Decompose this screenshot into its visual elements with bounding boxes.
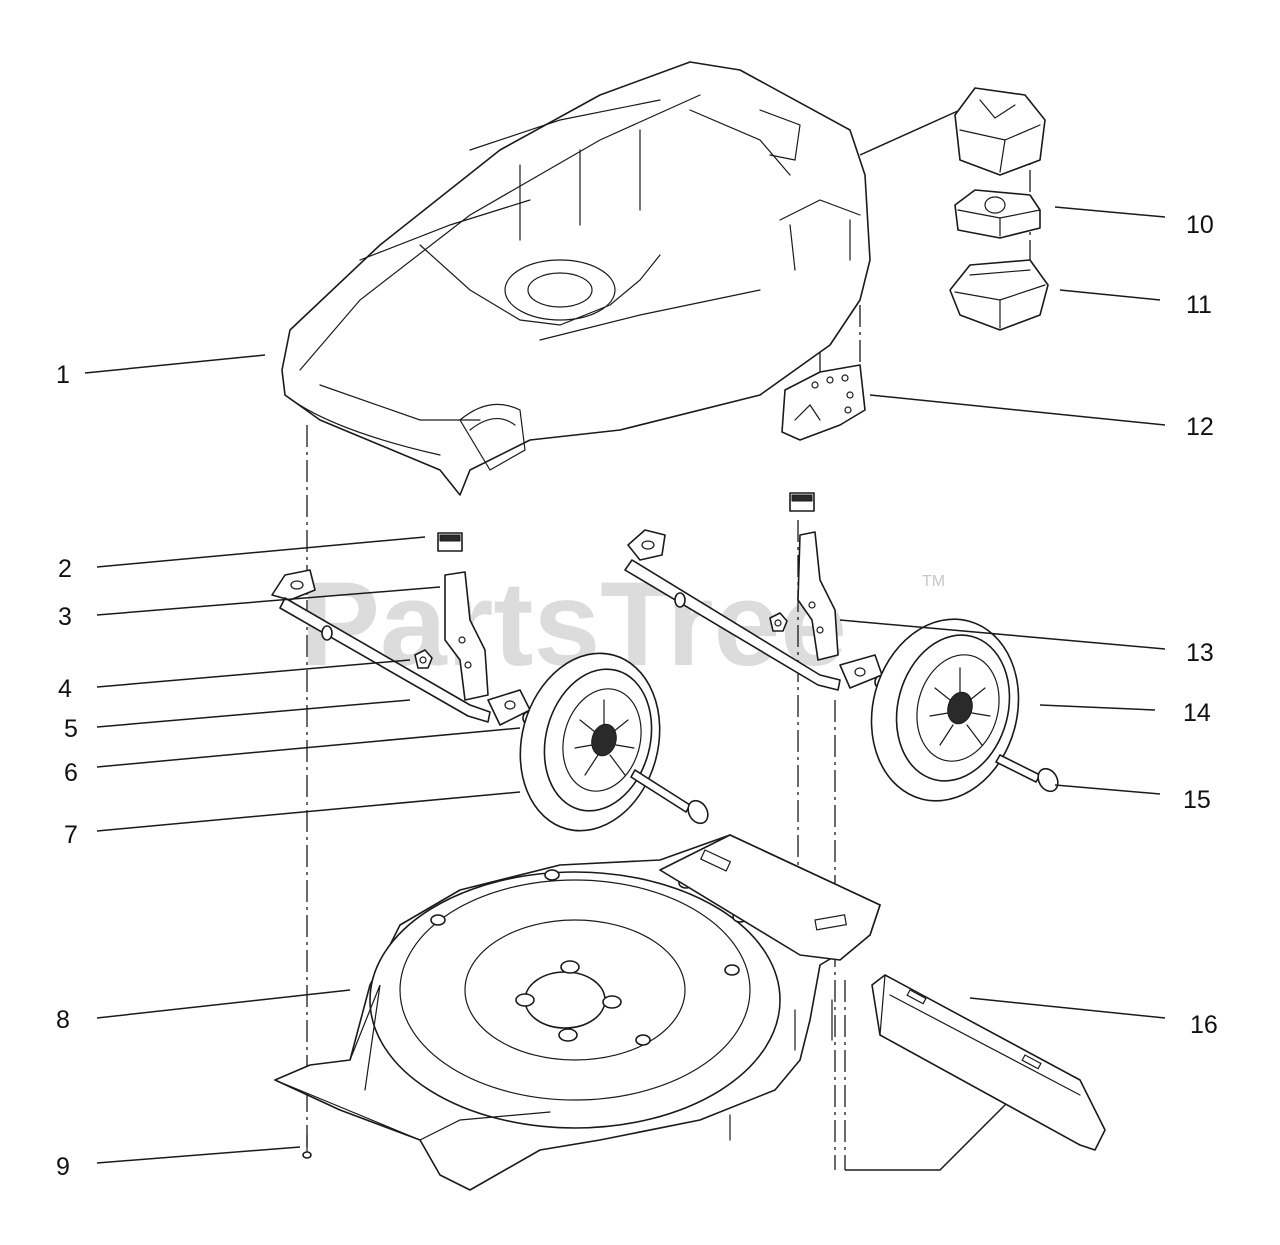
left-height-bracket xyxy=(444,571,489,701)
callout-13: 13 xyxy=(1186,639,1214,667)
callout-9: 9 xyxy=(56,1153,70,1181)
side-rail xyxy=(871,974,1106,1151)
callout-labels: 1 2 3 4 5 6 7 8 9 10 11 12 13 14 15 16 xyxy=(56,211,1218,1181)
switch-base xyxy=(949,259,1049,331)
callout-4: 4 xyxy=(58,675,72,703)
leader-lines xyxy=(84,206,1166,1164)
switch-box xyxy=(954,87,1046,176)
right-nut xyxy=(769,612,788,632)
left-axle xyxy=(271,569,531,726)
right-wheel-bolt xyxy=(995,754,1059,793)
clip-right xyxy=(789,492,815,512)
callout-15: 15 xyxy=(1183,786,1211,814)
callout-10: 10 xyxy=(1186,211,1214,239)
switch-insert xyxy=(954,189,1041,239)
right-axle xyxy=(624,529,883,691)
callout-6: 6 xyxy=(64,759,78,787)
callout-2: 2 xyxy=(58,555,72,583)
left-wheel-bolt xyxy=(630,769,709,825)
callout-14: 14 xyxy=(1183,699,1211,727)
deck-bolts xyxy=(302,999,833,1159)
callout-5: 5 xyxy=(64,715,78,743)
callout-12: 12 xyxy=(1186,413,1214,441)
left-wheel xyxy=(519,652,661,832)
mower-deck xyxy=(274,834,881,1191)
watermark-trademark: TM xyxy=(922,573,945,590)
right-height-bracket xyxy=(797,531,839,661)
callout-8: 8 xyxy=(56,1006,70,1034)
clip-left xyxy=(437,532,463,552)
right-wheel xyxy=(870,618,1020,802)
height-adjust-plate xyxy=(781,364,866,441)
housing-shroud xyxy=(281,61,871,496)
callout-7: 7 xyxy=(64,821,78,849)
callout-1: 1 xyxy=(56,361,70,389)
callout-11: 11 xyxy=(1186,291,1212,319)
callout-16: 16 xyxy=(1190,1011,1218,1039)
callout-3: 3 xyxy=(58,603,72,631)
left-nut xyxy=(414,649,433,669)
